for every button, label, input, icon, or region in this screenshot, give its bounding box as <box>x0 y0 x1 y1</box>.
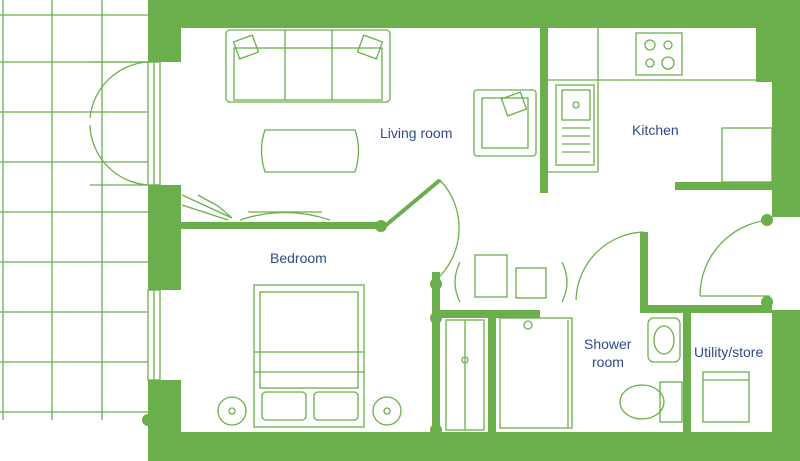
exterior-walls <box>148 0 800 461</box>
armchair-icon <box>473 89 537 157</box>
coffee-table-icon <box>260 129 360 173</box>
double-bed-icon <box>253 284 365 428</box>
label-living-room: Living room <box>380 125 452 141</box>
label-shower-room-line1: Shower <box>584 336 632 352</box>
utility-door <box>699 219 771 297</box>
desk-icon <box>181 194 233 221</box>
bedside-lamp-icon <box>217 396 402 426</box>
hob-icon <box>635 32 683 76</box>
shower-icon <box>499 317 573 429</box>
label-kitchen: Kitchen <box>632 122 679 138</box>
sofa-icon <box>225 29 391 103</box>
dining-table-icon <box>454 254 568 303</box>
washbasin-icon <box>647 317 681 363</box>
terrace-paving <box>0 0 148 420</box>
kitchen-counter <box>548 28 756 173</box>
living-room-door <box>383 178 460 281</box>
wardrobe-icon <box>445 319 485 431</box>
interior-walls <box>142 28 773 460</box>
shower-room-door <box>575 231 645 310</box>
sink-icon <box>555 84 595 166</box>
label-shower-room-line2: room <box>592 354 624 370</box>
patio-door-window <box>89 61 161 186</box>
label-bedroom: Bedroom <box>270 250 327 266</box>
toilet-icon <box>619 381 683 423</box>
washing-machine-icon <box>702 371 750 423</box>
radiator-icon <box>239 211 331 221</box>
label-utility-store: Utility/store <box>694 344 763 360</box>
bedroom-window <box>147 289 161 381</box>
fridge-icon <box>721 127 773 183</box>
